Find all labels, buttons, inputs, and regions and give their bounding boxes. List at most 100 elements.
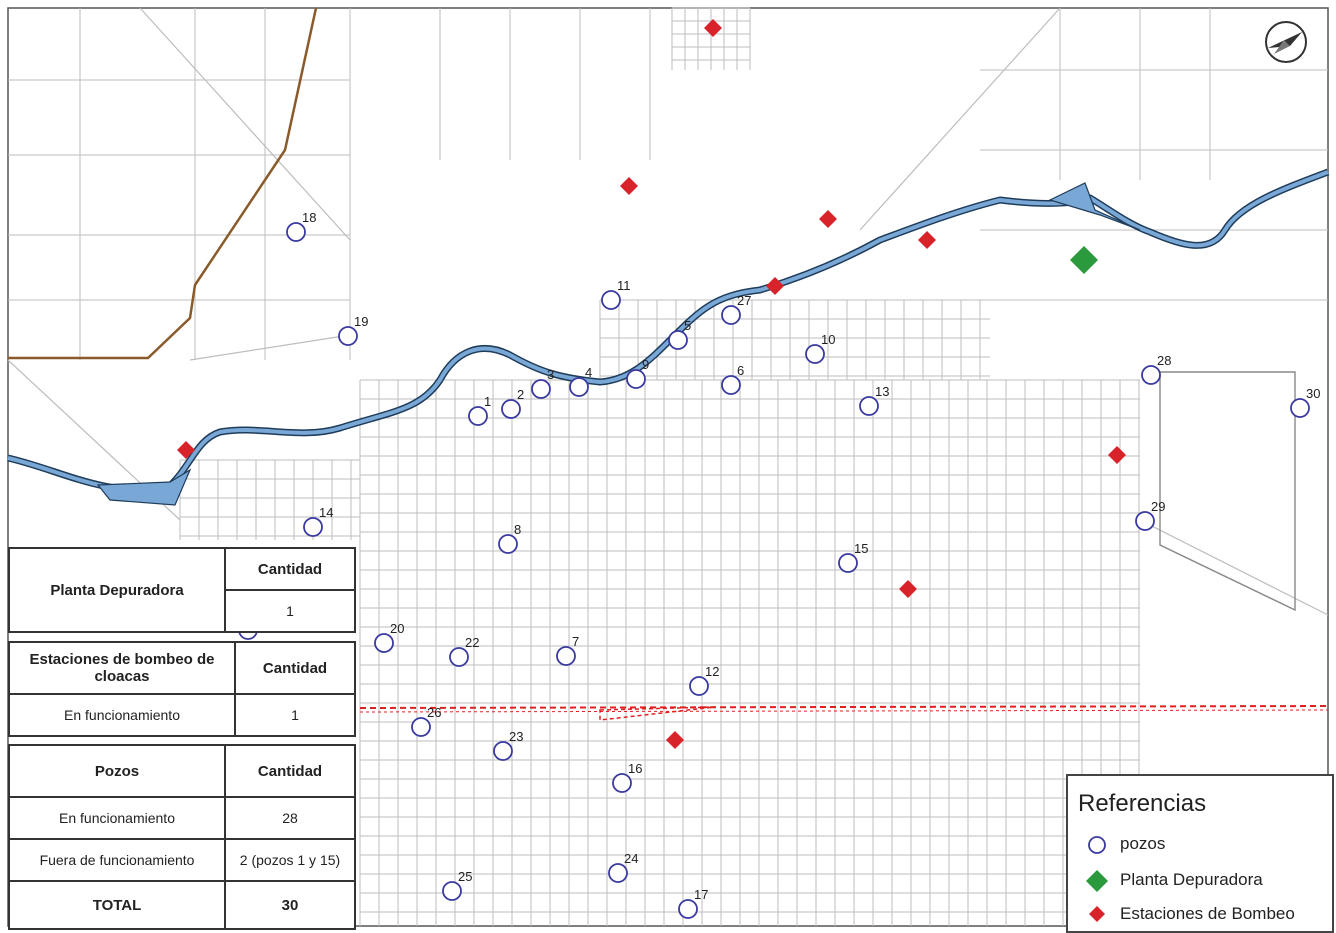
legend-item-label: Planta Depuradora — [1120, 870, 1263, 889]
well-label: 19 — [354, 314, 368, 329]
well-label: 8 — [514, 522, 521, 537]
well-label: 13 — [875, 384, 889, 399]
pumping-station-marker — [704, 19, 722, 37]
wells-table-row-label: Fuera de funcionamiento — [8, 838, 226, 882]
well-marker — [668, 330, 688, 350]
circle-icon — [1088, 836, 1106, 854]
wells-table-row-value: 2 (pozos 1 y 15) — [224, 838, 356, 882]
well-label: 3 — [547, 367, 554, 382]
well-label: 28 — [1157, 353, 1171, 368]
well-label: 12 — [705, 664, 719, 679]
well-label: 7 — [572, 634, 579, 649]
well-label: 2 — [517, 387, 524, 402]
well-marker — [468, 406, 488, 426]
well-marker — [1135, 511, 1155, 531]
plant-table-header: Planta Depuradora — [8, 547, 226, 633]
wells-table: Pozos Cantidad En funcionamiento 28 Fuer… — [8, 744, 356, 930]
well-label: 11 — [617, 278, 631, 293]
well-label: 5 — [684, 318, 691, 333]
well-marker — [1290, 398, 1310, 418]
well-marker — [859, 396, 879, 416]
well-label: 17 — [694, 887, 708, 902]
wells-table-row-value: 28 — [224, 796, 356, 840]
legend-item-label: pozos — [1120, 834, 1166, 853]
map-lines — [8, 7, 1329, 721]
pumping-station-marker — [177, 441, 195, 459]
pumping-station-marker — [918, 231, 936, 249]
treatment-plant-marker — [1070, 246, 1098, 274]
stations-layer — [177, 19, 1126, 749]
well-marker — [556, 646, 576, 666]
well-marker — [721, 305, 741, 325]
well-marker — [498, 534, 518, 554]
well-label: 18 — [302, 210, 316, 225]
well-label: 6 — [737, 363, 744, 378]
well-marker — [531, 379, 551, 399]
pumping-table-col: Cantidad — [234, 641, 356, 695]
pumping-station-marker — [666, 731, 684, 749]
north-arrow-icon — [1265, 21, 1307, 63]
pumping-table-row-label: En funcionamiento — [8, 693, 236, 737]
plant-table-value: 1 — [224, 589, 356, 633]
plant-layer — [1070, 246, 1098, 274]
well-label: 10 — [821, 332, 835, 347]
well-label: 24 — [624, 851, 638, 866]
well-label: 4 — [585, 365, 592, 380]
well-marker — [286, 222, 306, 242]
wells-table-header: Pozos — [8, 744, 226, 798]
well-marker — [601, 290, 621, 310]
well-label: 26 — [427, 705, 441, 720]
wells-table-row-label: En funcionamiento — [8, 796, 226, 840]
well-marker — [608, 863, 628, 883]
well-marker — [612, 773, 632, 793]
pumping-station-marker — [819, 210, 837, 228]
well-marker — [501, 399, 521, 419]
well-marker — [449, 647, 469, 667]
well-marker — [721, 375, 741, 395]
well-label: 27 — [737, 293, 751, 308]
well-label: 23 — [509, 729, 523, 744]
pumping-station-marker — [766, 277, 784, 295]
well-label: 16 — [628, 761, 642, 776]
well-label: 25 — [458, 869, 472, 884]
well-marker — [689, 676, 709, 696]
well-marker — [569, 377, 589, 397]
well-label: 15 — [854, 541, 868, 556]
legend-item-label: Estaciones de Bombeo — [1120, 904, 1295, 923]
red-diamond-icon — [1089, 906, 1105, 922]
wells-table-total-label: TOTAL — [8, 880, 226, 930]
well-marker — [838, 553, 858, 573]
pumping-station-marker — [899, 580, 917, 598]
well-marker — [442, 881, 462, 901]
pumping-table-header: Estaciones de bombeo de cloacas — [8, 641, 236, 695]
well-marker — [678, 899, 698, 919]
legend: Referencias pozos Planta Depuradora Esta… — [1066, 774, 1334, 933]
well-label: 30 — [1306, 386, 1320, 401]
green-diamond-icon — [1086, 870, 1108, 892]
wells-table-col: Cantidad — [224, 744, 356, 798]
well-label: 22 — [465, 635, 479, 650]
well-marker — [411, 717, 431, 737]
pumping-station-marker — [620, 177, 638, 195]
plant-table: Planta Depuradora Cantidad 1 — [8, 547, 356, 633]
well-marker — [303, 517, 323, 537]
well-label: 9 — [642, 357, 649, 372]
pumping-table: Estaciones de bombeo de cloacas Cantidad… — [8, 641, 356, 737]
well-label: 1 — [484, 394, 491, 409]
street-grid — [7, 7, 1329, 926]
well-marker — [493, 741, 513, 761]
well-marker — [1141, 365, 1161, 385]
well-marker — [338, 326, 358, 346]
pumping-station-marker — [1108, 446, 1126, 464]
well-label: 29 — [1151, 499, 1165, 514]
well-label: 14 — [319, 505, 333, 520]
pumping-table-row-value: 1 — [234, 693, 356, 737]
well-marker — [374, 633, 394, 653]
well-marker — [626, 369, 646, 389]
wells-table-total-value: 30 — [224, 880, 356, 930]
plant-table-col: Cantidad — [224, 547, 356, 591]
well-label: 20 — [390, 621, 404, 636]
legend-title: Referencias — [1078, 790, 1207, 817]
well-marker — [805, 344, 825, 364]
